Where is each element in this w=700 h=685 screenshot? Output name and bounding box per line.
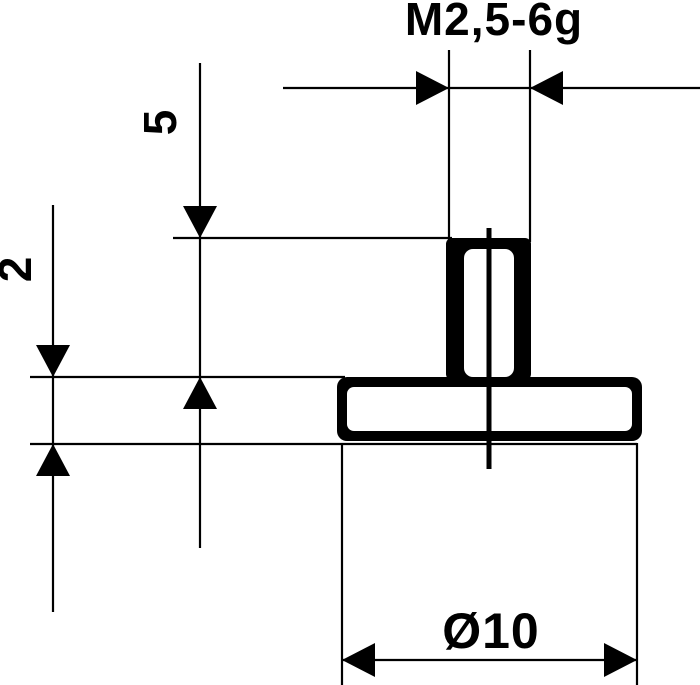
arrowheads — [36, 71, 637, 677]
arrow-right-icon — [604, 643, 637, 677]
arrow-down-icon — [183, 206, 217, 238]
thread-dimension-label: M2,5-6g — [405, 0, 583, 45]
dimension-lines — [30, 50, 700, 685]
arrow-up-icon — [36, 444, 70, 476]
arrow-up-icon — [183, 377, 217, 409]
arrow-left-icon — [530, 71, 563, 105]
arrow-left-icon — [342, 643, 375, 677]
part-outline — [337, 228, 642, 469]
disc-diameter-dimension-label: Ø10 — [442, 603, 540, 659]
arrow-down-icon — [36, 345, 70, 377]
dimension-labels: M2,5-6g 5 2 Ø10 — [0, 0, 583, 659]
stud-length-dimension-label: 5 — [134, 109, 186, 136]
disc-thickness-dimension-label: 2 — [0, 256, 41, 283]
arrow-right-icon — [416, 71, 449, 105]
